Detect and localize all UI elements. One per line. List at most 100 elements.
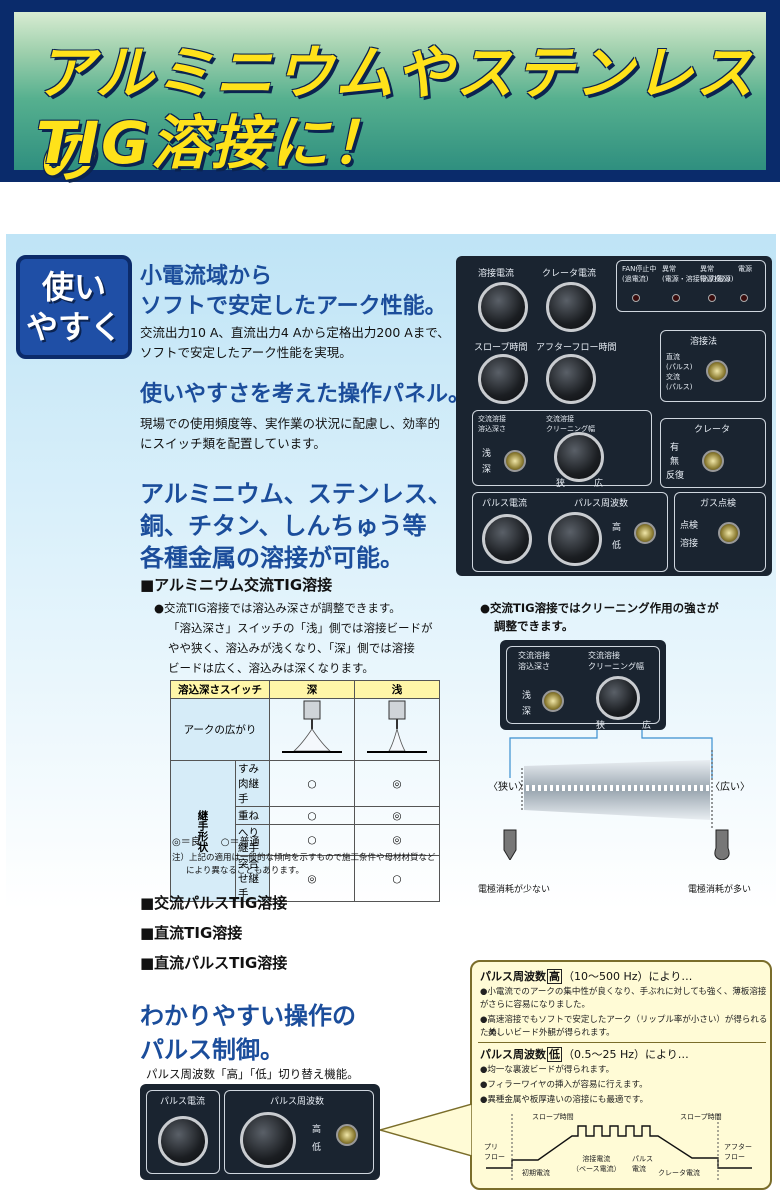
cleaning-narrow-k: 狭 bbox=[596, 721, 606, 731]
afterflow-knob[interactable] bbox=[546, 354, 596, 404]
pulse-current-knob-main[interactable] bbox=[482, 514, 532, 564]
pulse-heading1: わかりやすい操作の bbox=[140, 1002, 356, 1030]
wave-init-label: 初期電流 bbox=[522, 1169, 550, 1177]
info-high-bullet2: ●高速溶接でもソフトで安定したアーク（リップル率が小さい）が得られるため、 bbox=[480, 1015, 768, 1038]
electrode-low-label: 電極消耗が少ない bbox=[478, 885, 551, 895]
crater-current-knob[interactable] bbox=[546, 282, 596, 332]
table-note2: により異なることもあります。 bbox=[186, 866, 304, 876]
alu-ac-line3: やや狭く、溶込みが浅くなり、「深」側では溶接 bbox=[168, 641, 415, 655]
alu-ac-line1: ●交流TIG溶接では溶込み深さが調整できます。 bbox=[154, 601, 401, 615]
method-ac-label: 交流 (パルス) bbox=[666, 373, 693, 391]
section1-body2: ソフトで安定したアーク性能を実現。 bbox=[140, 345, 352, 360]
pulse-low-label-main: 低 bbox=[612, 541, 622, 551]
mode-dc-pulse: ■直流パルスTIG溶接 bbox=[140, 954, 288, 972]
info-high-bullet2b: 美しいビード外観が得られます。 bbox=[488, 1028, 615, 1038]
pulse-current-label: パルス電流 bbox=[160, 1097, 206, 1107]
table-header-switch: 溶込深さスイッチ bbox=[170, 680, 270, 699]
depth-switch[interactable] bbox=[504, 450, 526, 472]
info-low-bullet2: ●フィラーワイヤの挿入が容易に行えます。 bbox=[480, 1080, 648, 1090]
table-row-name: 突合せ継手 bbox=[235, 855, 270, 902]
alu-ac-title: ■アルミニウム交流TIG溶接 bbox=[140, 576, 333, 594]
mode-dc: ■直流TIG溶接 bbox=[140, 924, 243, 942]
status4-led bbox=[740, 294, 748, 302]
pulse-freq-knob-main[interactable] bbox=[548, 512, 602, 566]
afterflow-label: アフターフロー時間 bbox=[536, 343, 617, 353]
cleaning-diagram bbox=[503, 730, 730, 860]
method-switch[interactable] bbox=[706, 360, 728, 382]
wave-pulse-label: パルス 電流 bbox=[632, 1155, 653, 1173]
pulse-frequency-box bbox=[224, 1090, 374, 1174]
weld-current-knob[interactable] bbox=[478, 282, 528, 332]
pulse-current-knob[interactable] bbox=[158, 1116, 208, 1166]
section1-heading1: 小電流域から bbox=[140, 264, 273, 289]
status2-led bbox=[672, 294, 680, 302]
table-cell-deep: ○ bbox=[269, 806, 355, 825]
banner-title-line2: TIG溶接に！ bbox=[36, 109, 391, 177]
cleaning-depth-switch[interactable] bbox=[542, 690, 564, 712]
slope-label: スロープ時間 bbox=[474, 343, 528, 353]
info-low-bullet3: ●異種金属や板厚違いの溶接にも最適です。 bbox=[480, 1095, 649, 1105]
wave-slope1-label: スロープ時間 bbox=[532, 1113, 574, 1121]
electrode-wide bbox=[714, 829, 730, 860]
section2-body1: 現場での使用頻度等、実作業の状況に配慮し、効率的 bbox=[140, 416, 441, 431]
table-cell-shallow: ○ bbox=[354, 855, 440, 902]
banner-background: アルミニウムやステンレスの TIG溶接に！ bbox=[14, 12, 766, 191]
main-control-panel: 溶接電流 クレータ電流 スロープ時間 アフターフロー時間 FAN停止中 (過電流… bbox=[456, 256, 772, 576]
section1-body1: 交流出力10 A、直流出力4 Aから定格出力200 Aまで、 bbox=[140, 325, 450, 340]
info-high-bullet1: ●小電流でのアークの集中性が良くなり、手ぶれに対しても強く、薄板溶接が bbox=[480, 987, 767, 1010]
cleaning-label: 交流溶接 クリーニング幅 bbox=[546, 415, 595, 433]
section3-heading1: アルミニウム、ステンレス、 bbox=[140, 480, 452, 508]
table-cell-deep: ○ bbox=[269, 824, 355, 856]
pulse-switch-main[interactable] bbox=[634, 522, 656, 544]
pulse-frequency-knob[interactable] bbox=[240, 1112, 296, 1168]
cleaning-shallow-label: 浅 bbox=[522, 691, 532, 701]
cleaning-panel: 交流溶接 溶込深さ 交流溶接 クリーニング幅 浅 深 狭 広 bbox=[500, 640, 666, 731]
cleaning-width-knob[interactable] bbox=[596, 676, 640, 720]
crater-switch[interactable] bbox=[702, 450, 724, 472]
status4-label: 電源 bbox=[738, 265, 752, 273]
status3-label: 異常 (入力電源) bbox=[700, 265, 734, 283]
alu-ac-line2: 「溶込深さ」スイッチの「浅」側では溶接ビードが bbox=[168, 621, 433, 635]
pulse-control-panel: パルス電流 パルス周波数 高 低 bbox=[140, 1084, 380, 1180]
table-row-name: 重ね bbox=[235, 806, 270, 825]
table-joint-label: 継手形状 bbox=[170, 760, 236, 902]
weld-current-label: 溶接電流 bbox=[478, 269, 515, 279]
arc-deep-illustration bbox=[269, 698, 355, 761]
cleaning-deep-label: 深 bbox=[522, 707, 532, 717]
pulse-hi-lo-switch[interactable] bbox=[336, 1124, 358, 1146]
cleaning-wide-label: 〈広い〉 bbox=[710, 782, 750, 793]
crater-repeat-label: 反復 bbox=[666, 471, 685, 481]
gas-check-label: 点検 bbox=[680, 521, 699, 531]
pulse-box bbox=[472, 492, 668, 572]
cleaning-sw-right-label: 交流溶接 クリーニング幅 bbox=[588, 651, 644, 671]
gas-weld-label: 溶接 bbox=[680, 539, 699, 549]
info-low-heading: パルス周波数低（0.5～25 Hz）により… bbox=[480, 1046, 689, 1062]
gas-switch[interactable] bbox=[718, 522, 740, 544]
info-high-title: パルス周波数 bbox=[480, 970, 546, 983]
wave-slope2-label: スロープ時間 bbox=[680, 1113, 722, 1121]
pulse-frequency-label: パルス周波数 bbox=[270, 1097, 325, 1107]
cleaning-wide-k: 広 bbox=[642, 721, 652, 731]
cleaning-knob[interactable] bbox=[554, 432, 604, 482]
status1-led bbox=[632, 294, 640, 302]
cleaning-narrow-label: 〈狭い〉 bbox=[488, 782, 528, 793]
crater-label: クレータ bbox=[694, 425, 731, 435]
info-low-title: パルス周波数 bbox=[480, 1048, 546, 1061]
cleaning-sw-left-label: 交流溶接 溶込深さ bbox=[518, 651, 550, 671]
cleaning-wide-label: 広 bbox=[594, 479, 604, 489]
method-dc-label: 直流 (パルス) bbox=[666, 353, 693, 371]
slope-knob[interactable] bbox=[478, 354, 528, 404]
info-low-mark: 低 bbox=[547, 1047, 562, 1062]
status-box bbox=[616, 260, 766, 312]
pulse-waveform bbox=[486, 1114, 752, 1182]
depth-label: 交流溶接 溶込深さ bbox=[478, 415, 506, 433]
wave-crater-label: クレータ電流 bbox=[658, 1169, 700, 1177]
waveform-line bbox=[486, 1125, 752, 1169]
table-cell-deep: ◎ bbox=[269, 855, 355, 902]
cleaning-panel-box bbox=[506, 646, 660, 724]
crater-box bbox=[660, 418, 766, 488]
title-banner: アルミニウムやステンレスの TIG溶接に！ bbox=[0, 0, 780, 191]
section2-body2: にスイッチ類を配置しています。 bbox=[140, 436, 326, 451]
info-low-range: （0.5～25 Hz）により… bbox=[563, 1048, 689, 1061]
pulse-freq-label-main: パルス周波数 bbox=[574, 499, 629, 509]
